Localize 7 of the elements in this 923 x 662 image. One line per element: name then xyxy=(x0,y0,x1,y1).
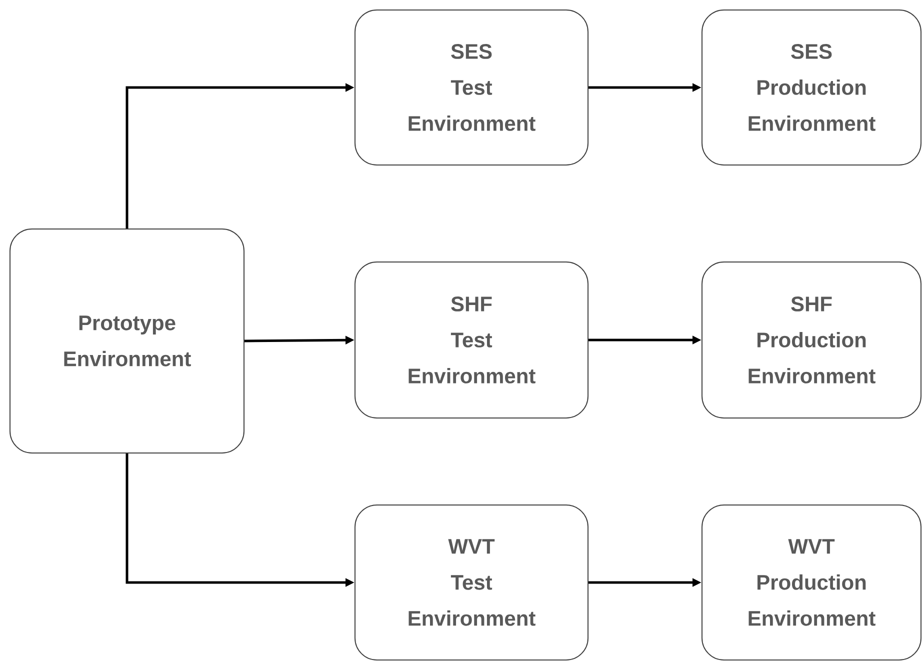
process-box: WVT Production Environment xyxy=(702,504,922,660)
process-box: SHF Test Environment xyxy=(354,262,588,418)
process-box: SES Production Environment xyxy=(702,10,922,166)
process-box: Prototype Environment xyxy=(10,228,244,454)
process-box: SHF Production Environment xyxy=(702,262,922,418)
process-box: WVT Test Environment xyxy=(354,504,588,660)
process-box: SES Test Environment xyxy=(354,10,588,166)
